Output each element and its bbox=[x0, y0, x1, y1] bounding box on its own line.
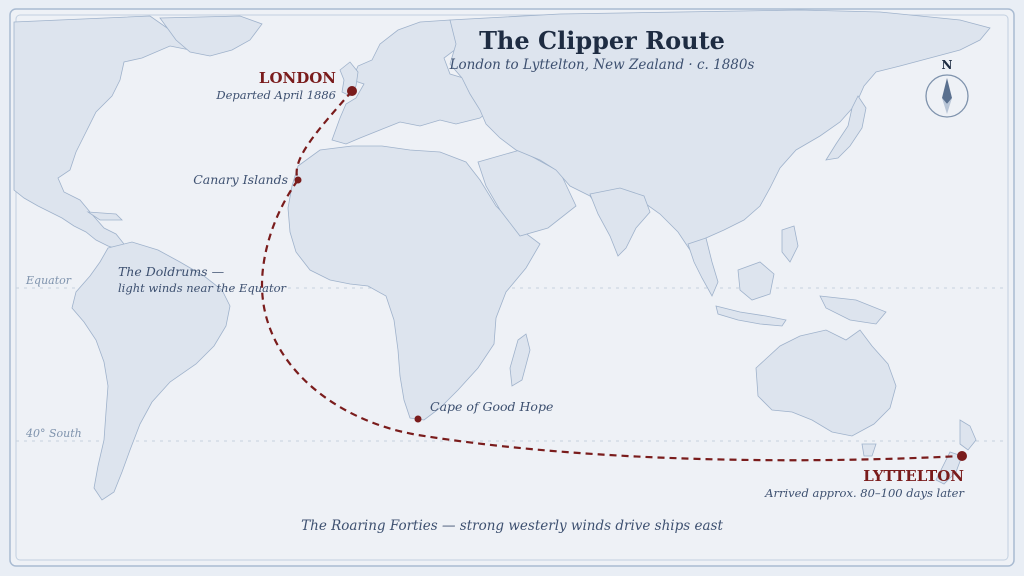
africa bbox=[287, 145, 541, 421]
canary-islands-marker[interactable] bbox=[294, 176, 302, 184]
map-title: The Clipper Route bbox=[479, 26, 725, 55]
europe bbox=[331, 19, 501, 145]
lyttelton-marker[interactable] bbox=[957, 451, 967, 461]
caribbean bbox=[86, 211, 123, 221]
london-departure-note: Departed April 1886 bbox=[215, 88, 336, 102]
southeast-asia bbox=[687, 237, 719, 297]
indonesia bbox=[715, 305, 787, 327]
asia bbox=[449, 9, 991, 251]
map-subtitle: London to Lyttelton, New Zealand · c. 18… bbox=[449, 57, 755, 73]
forty-south-label: 40° South bbox=[25, 427, 82, 440]
london-marker[interactable] bbox=[347, 86, 357, 96]
lyttelton-arrival-note: Arrived approx. 80–100 days later bbox=[764, 486, 965, 500]
doldrums-title: The Doldrums — bbox=[118, 264, 225, 279]
cape-of-good-hope-marker[interactable] bbox=[414, 415, 422, 423]
philippines bbox=[781, 225, 799, 263]
australia bbox=[755, 329, 897, 437]
canary-islands-label: Canary Islands bbox=[193, 172, 288, 187]
madagascar bbox=[509, 333, 531, 387]
india bbox=[589, 187, 651, 257]
roaring-forties-caption: The Roaring Forties — strong westerly wi… bbox=[301, 518, 723, 534]
tasmania bbox=[861, 443, 877, 457]
doldrums-detail: light winds near the Equator bbox=[118, 281, 288, 295]
new-guinea bbox=[819, 295, 887, 325]
borneo bbox=[737, 261, 775, 301]
equator-label: Equator bbox=[25, 274, 72, 287]
compass-north-label: N bbox=[942, 58, 953, 72]
south-america bbox=[71, 241, 231, 501]
lyttelton-label: LYTTELTON bbox=[863, 467, 964, 485]
clipper-route-line bbox=[260, 90, 963, 462]
continents bbox=[13, 9, 991, 501]
japan bbox=[825, 95, 867, 161]
cape-of-good-hope-label: Cape of Good Hope bbox=[430, 399, 553, 414]
london-label: LONDON bbox=[259, 69, 336, 87]
compass-rose-icon: N bbox=[925, 58, 969, 118]
greenland bbox=[159, 15, 263, 57]
